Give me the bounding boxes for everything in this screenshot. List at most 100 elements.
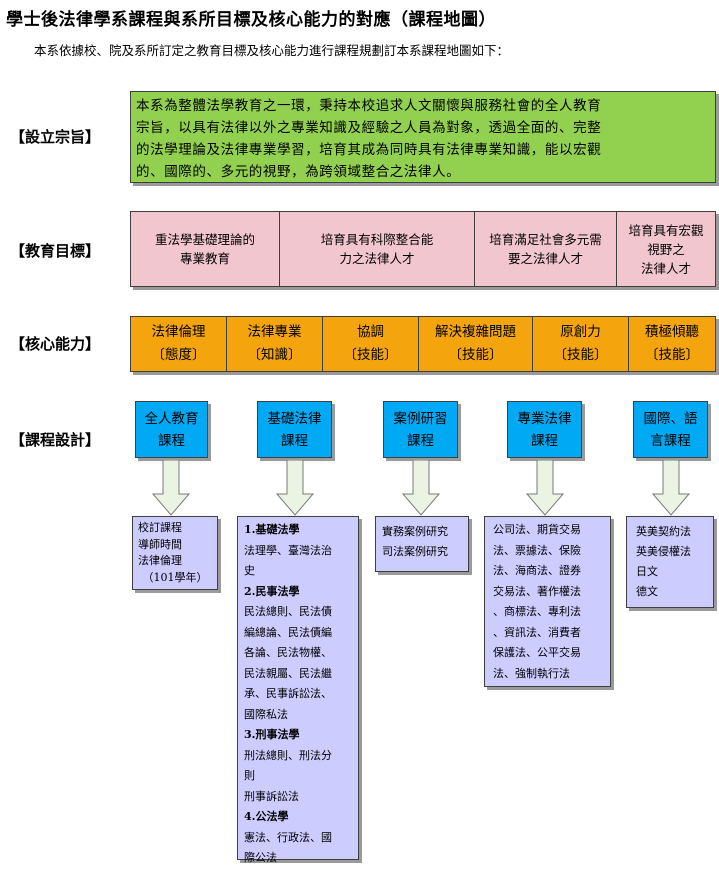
course-text: 言課程 — [650, 432, 691, 449]
detail-line: 刑法總則、刑法分 — [244, 748, 332, 762]
ability-name: 法律專業 — [247, 324, 302, 340]
ability-cell: 解決複雜問題 〔技能〕 — [419, 317, 533, 371]
ability-type: 〔技能〕 — [343, 347, 398, 363]
detail-heading: 4.公法學 — [244, 810, 289, 823]
ability-type: 〔知識〕 — [247, 347, 302, 363]
detail-heading: 3.刑事法學 — [244, 728, 300, 741]
goal-cell: 重法學基礎理論的專業教育 — [131, 212, 280, 286]
ability-type: 〔技能〕 — [645, 347, 699, 363]
ability-name: 積極傾聽 — [645, 324, 699, 340]
mission-line: 本系為整體法學教育之一環，秉持本校追求人文關懷與服務社會的全人教育 — [136, 98, 602, 114]
detail-line: 法、海商法、證券 — [493, 564, 581, 577]
detail-line: 實務案例研究 — [382, 525, 448, 538]
goal-text: 力之法律人才 — [339, 251, 415, 266]
ability-cell: 法律倫理 〔態度〕 — [131, 317, 227, 371]
detail-line: （101學年） — [142, 570, 208, 584]
course-text: 課程 — [281, 432, 308, 449]
goal-cell: 培育滿足社會多元需要之法律人才 — [475, 212, 617, 286]
goal-text: 法律人才 — [640, 260, 691, 276]
goal-text: 培育具有宏觀視野之 — [628, 222, 704, 257]
detail-heading: 2.民事法學 — [244, 584, 300, 598]
detail-line: 民法親屬、民法繼 — [244, 666, 332, 680]
course-text: 案例研習 — [393, 410, 448, 427]
mission-line: 的法學理論及法律專業學習，培育其成為同時具有法律專業知識，能以宏觀 — [136, 142, 602, 158]
detail-general: 校訂課程 導師時間 法律倫理 （101學年） — [132, 516, 218, 590]
detail-line: 校訂課程 — [138, 521, 182, 534]
detail-line: 交易法、著作權法 — [493, 584, 581, 598]
course-text: 課程 — [531, 432, 558, 449]
detail-language: 英美契約法英美侵權法日文德文 — [626, 516, 714, 608]
detail-line: 、資訊法、消費者 — [493, 625, 581, 639]
detail-heading: 1.基礎法學 — [244, 523, 300, 536]
detail-line: 際公法 — [244, 851, 277, 864]
ability-name: 解決複雜問題 — [435, 324, 516, 340]
ability-type: 〔技能〕 — [553, 347, 608, 363]
goal-text: 培育具有科際整合能 — [320, 232, 434, 247]
detail-line: 各論、民法物權、 — [244, 646, 332, 659]
detail-line: 國際私法 — [244, 707, 288, 721]
row-label-courses: 【課程設計】 — [10, 431, 101, 449]
course-category-basic: 基礎法律課程 — [257, 401, 332, 458]
education-goals: 重法學基礎理論的專業教育 培育具有科際整合能力之法律人才 培育滿足社會多元需要之… — [130, 211, 716, 287]
goal-text: 重法學基礎理論的 — [154, 232, 255, 247]
row-label-goals: 【教育目標】 — [10, 242, 101, 260]
ability-name: 原創力 — [560, 324, 601, 340]
ability-cell: 原創力 〔技能〕 — [533, 317, 629, 371]
ability-type: 〔技能〕 — [448, 347, 503, 363]
down-arrow-icon — [526, 460, 564, 516]
detail-line: 法律倫理 — [138, 554, 182, 567]
detail-line: 編總論、民法債編 — [244, 625, 332, 639]
detail-line: 導師時間 — [138, 537, 182, 551]
detail-line: 法、票據法、保險 — [493, 543, 581, 557]
detail-line: 法、強制執行法 — [493, 666, 570, 680]
course-category-general: 全人教育課程 — [135, 401, 208, 458]
detail-basic: 1.基礎法學法理學、臺灣法治史 2.民事法學民法總則、民法債編總論、民法債編各論、… — [237, 516, 359, 864]
detail-line: 憲法、行政法、國 — [244, 830, 332, 844]
detail-line: 英美契約法 — [636, 525, 691, 538]
down-arrow-icon — [652, 460, 690, 516]
course-text: 課程 — [158, 432, 185, 449]
detail-line: 德文 — [636, 585, 658, 598]
goal-cell: 培育具有科際整合能力之法律人才 — [280, 212, 475, 286]
goal-text: 培育滿足社會多元需 — [489, 232, 602, 247]
course-text: 國際、語 — [643, 410, 698, 427]
detail-line: 史 — [244, 564, 255, 577]
ability-name: 法律倫理 — [151, 324, 206, 340]
down-arrow-icon — [402, 460, 440, 516]
detail-case: 實務案例研究 司法案例研究 — [375, 516, 469, 572]
detail-line: 民法總則、民法債 — [244, 605, 332, 618]
row-label-abilities: 【核心能力】 — [10, 335, 101, 353]
detail-professional: 公司法、期貨交易法、票據法、保險法、海商法、證券交易法、著作權法、商標法、專利法… — [484, 516, 611, 687]
course-category-professional: 專業法律課程 — [507, 401, 582, 458]
detail-line: 法理學、臺灣法治 — [244, 543, 332, 557]
row-label-mission: 【設立宗旨】 — [10, 128, 101, 146]
course-text: 課程 — [407, 432, 434, 449]
mission-line: 宗旨，以具有法律以外之專業知識及經驗之人員為對象，透過全面的、完整 — [136, 120, 602, 136]
ability-cell: 協調 〔技能〕 — [323, 317, 419, 371]
down-arrow-icon — [152, 460, 190, 516]
ability-cell: 法律專業 〔知識〕 — [227, 317, 323, 371]
detail-line: 承、民事訴訟法、 — [244, 687, 332, 700]
mission-box: 本系為整體法學教育之一環，秉持本校追求人文關懷與服務社會的全人教育 宗旨，以具有… — [130, 91, 716, 183]
detail-line: 保護法、公平交易 — [493, 646, 581, 659]
detail-line: 、商標法、專利法 — [493, 605, 581, 618]
ability-cell: 積極傾聽 〔技能〕 — [629, 317, 715, 371]
core-abilities: 法律倫理 〔態度〕 法律專業 〔知識〕 協調 〔技能〕 解決複雜問題 〔技能〕 … — [130, 316, 716, 372]
goal-text: 專業教育 — [179, 251, 230, 266]
detail-line: 則 — [244, 769, 255, 782]
ability-type: 〔態度〕 — [151, 347, 206, 363]
detail-line: 司法案例研究 — [382, 545, 448, 558]
course-text: 專業法律 — [517, 410, 572, 427]
detail-line: 英美侵權法 — [636, 545, 691, 558]
page-subtitle: 本系依據校、院及系所訂定之教育目標及核心能力進行課程規劃訂本系課程地圖如下： — [34, 43, 510, 58]
mission-line: 的、國際的、多元的視野，為跨領域整合之法律人。 — [136, 164, 461, 180]
course-text: 全人教育 — [144, 410, 199, 427]
goal-text: 要之法律人才 — [507, 251, 583, 266]
ability-name: 協調 — [357, 324, 384, 340]
course-text: 基礎法律 — [267, 410, 322, 427]
course-category-language: 國際、語言課程 — [633, 401, 708, 458]
course-category-case: 案例研習課程 — [383, 401, 458, 458]
detail-line: 公司法、期貨交易 — [493, 523, 581, 536]
detail-line: 刑事訴訟法 — [244, 789, 299, 803]
goal-cell: 培育具有宏觀視野之法律人才 — [617, 212, 715, 286]
